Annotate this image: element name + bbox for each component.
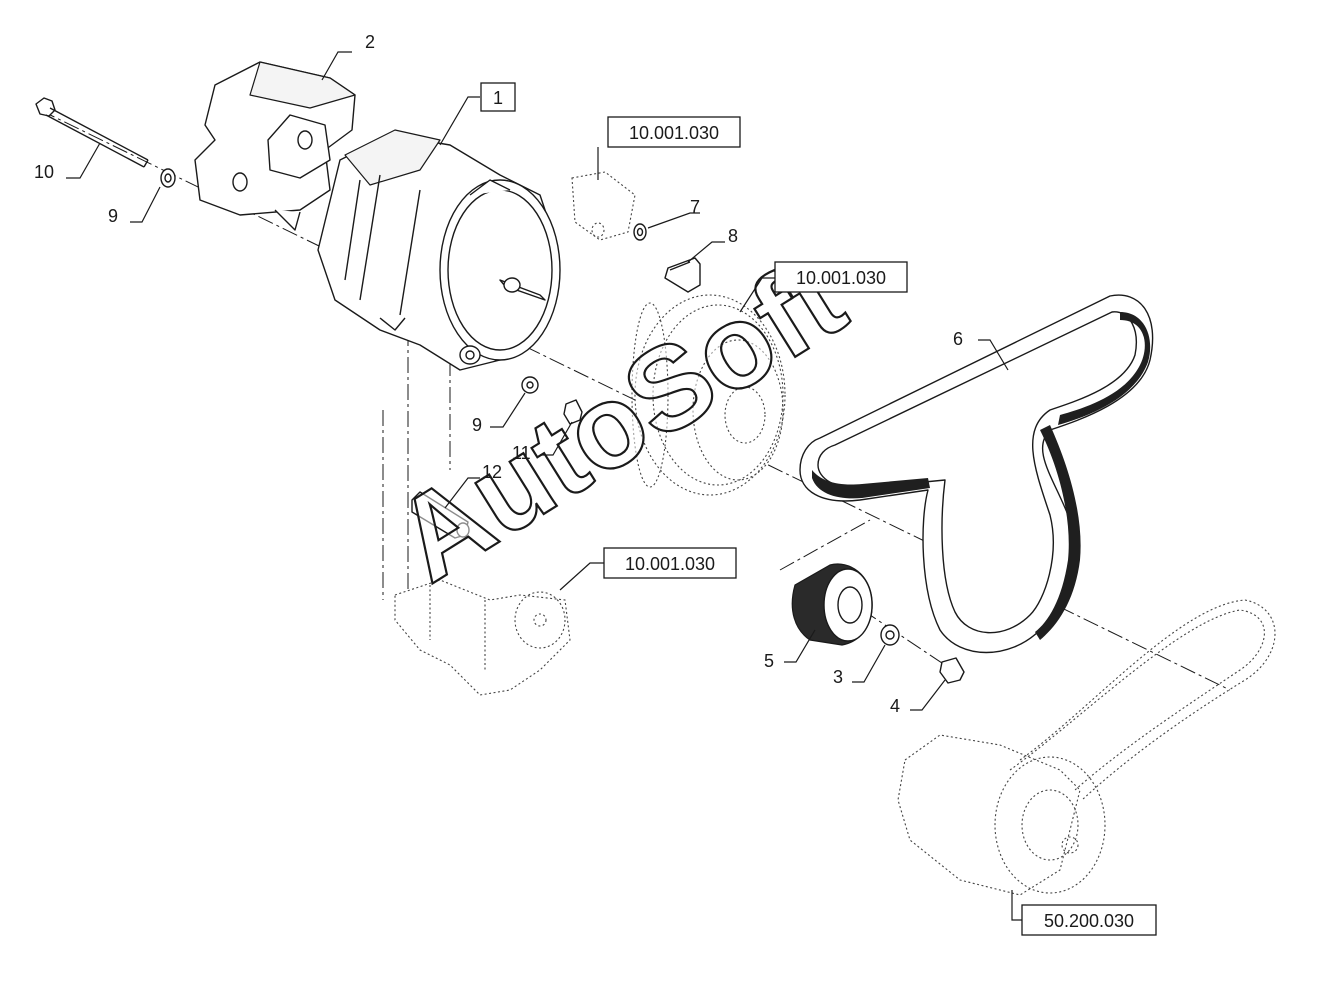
washer-part-3 xyxy=(880,624,900,646)
washer-part-7 xyxy=(633,223,647,241)
pump-ghost xyxy=(394,579,571,696)
crank-pulley-ghost xyxy=(631,294,786,496)
callout-9-lower: 9 xyxy=(472,415,482,435)
alternator-part-1 xyxy=(317,129,561,371)
sleeve-part-11 xyxy=(563,399,583,425)
ref-label-lower: 10.001.030 xyxy=(625,554,715,574)
bracket-part-2 xyxy=(194,61,356,231)
ref-label-middle: 10.001.030 xyxy=(796,268,886,288)
leader-lines xyxy=(66,51,1022,921)
callout-11: 11 xyxy=(512,443,531,463)
pin-part-12 xyxy=(411,491,470,539)
bolt-part-8 xyxy=(664,257,701,293)
callout-2: 2 xyxy=(365,32,375,52)
washer-part-9-lower xyxy=(521,376,539,394)
compressor-ghost xyxy=(897,599,1276,896)
mount-block-ghost xyxy=(571,171,636,241)
ref-box-lower[interactable]: 10.001.030 xyxy=(603,547,737,579)
callout-9-upper: 9 xyxy=(108,206,118,226)
callout-8: 8 xyxy=(728,226,738,246)
callout-4: 4 xyxy=(890,696,900,716)
callout-5: 5 xyxy=(764,651,774,671)
bolt-part-10 xyxy=(35,97,149,168)
callout-10: 10 xyxy=(34,162,54,182)
ref-label-compressor: 50.200.030 xyxy=(1044,911,1134,931)
callout-6: 6 xyxy=(953,329,963,349)
idler-pulley-part-5 xyxy=(791,563,873,646)
callout-3: 3 xyxy=(833,667,843,687)
ref-box-upper[interactable]: 10.001.030 xyxy=(607,116,741,148)
ref-box-compressor[interactable]: 50.200.030 xyxy=(1021,904,1157,936)
callout-1: 1 xyxy=(493,88,503,108)
callouts: 10 9 2 7 8 6 9 11 12 5 3 4 xyxy=(34,32,963,716)
callout-12: 12 xyxy=(482,462,502,482)
ref-box-middle[interactable]: 10.001.030 xyxy=(774,261,908,293)
belt-part-6 xyxy=(799,294,1154,654)
callout-1-box: 1 xyxy=(480,82,516,112)
callout-7: 7 xyxy=(690,197,700,217)
washer-part-9-upper xyxy=(160,168,176,188)
sleeve-part-4 xyxy=(939,657,965,684)
ref-label-upper: 10.001.030 xyxy=(629,123,719,143)
